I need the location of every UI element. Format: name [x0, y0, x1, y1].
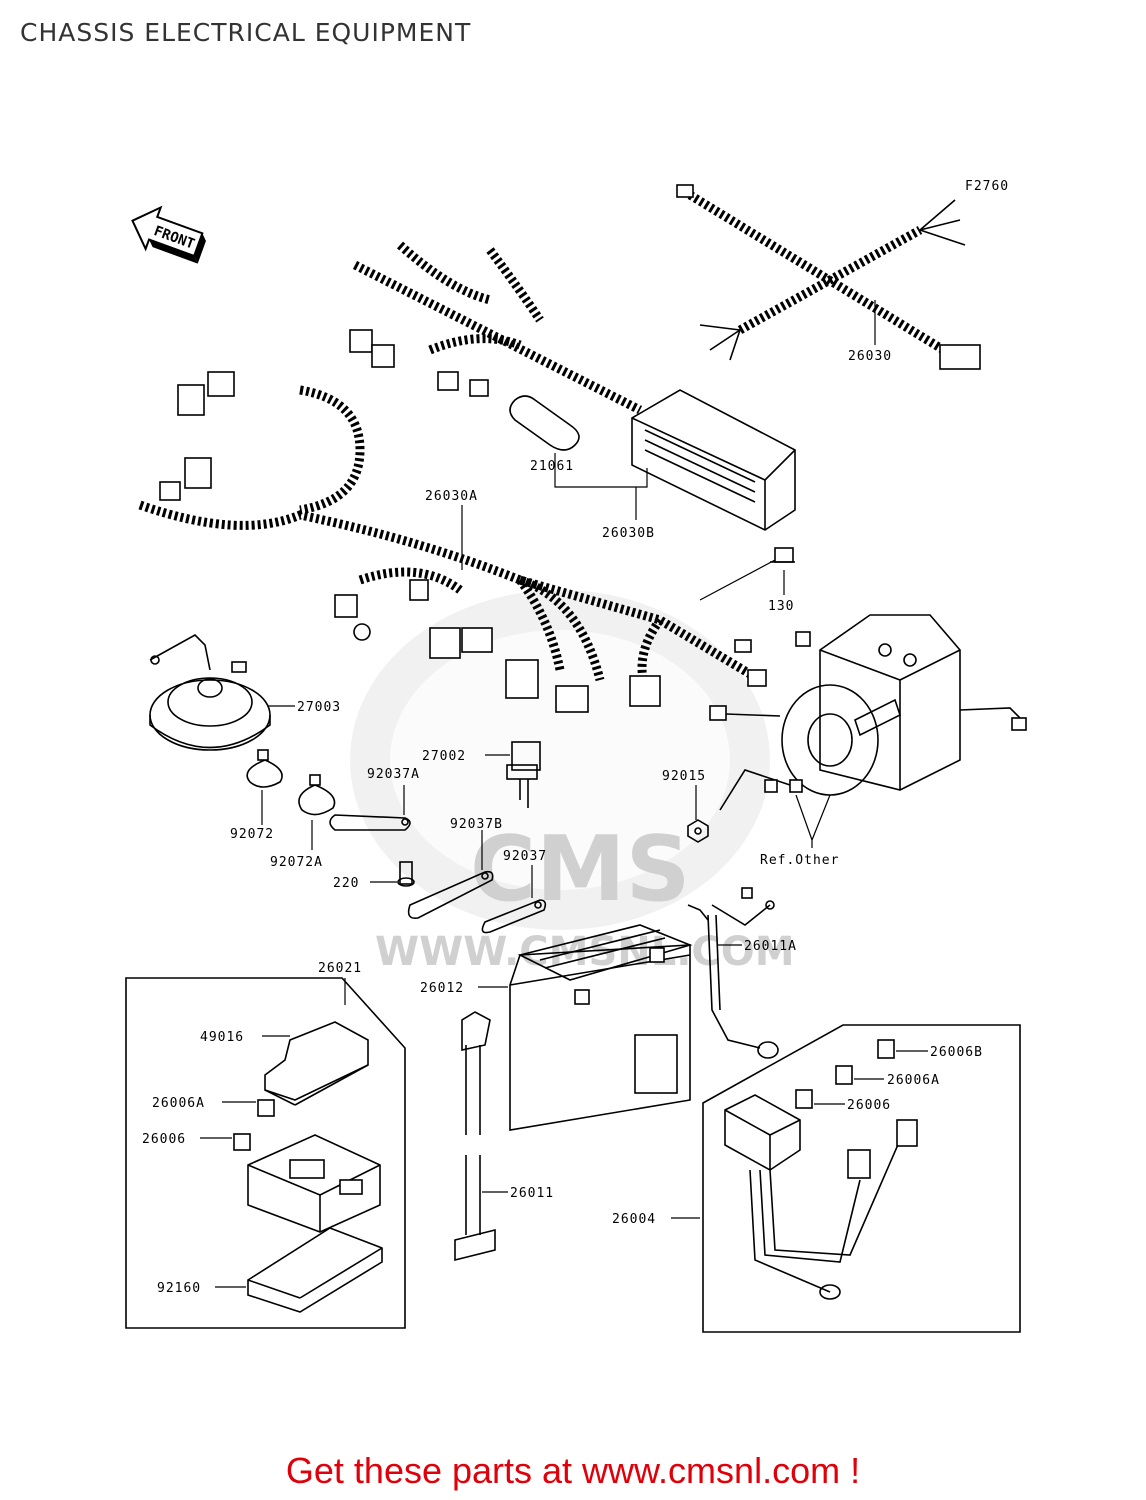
- callout-21061: 21061: [530, 459, 574, 474]
- callout-92072A: 92072A: [270, 855, 323, 870]
- page-title: CHASSIS ELECTRICAL EQUIPMENT: [20, 18, 472, 47]
- fuse-box-frame-26021: [125, 977, 406, 1329]
- callout-26011: 26011: [510, 1186, 554, 1201]
- fuse-box-body: [247, 1134, 381, 1233]
- callout-26006A-right: 26006A: [887, 1073, 940, 1088]
- battery-cable-26011: [454, 1011, 496, 1262]
- figure-code: F2760: [965, 179, 1009, 194]
- callout-26006-right: 26006: [847, 1098, 891, 1113]
- callout-26006A-left: 26006A: [152, 1096, 205, 1111]
- fuse-26006-left: [233, 1133, 251, 1151]
- callout-26030: 26030: [848, 349, 892, 364]
- callout-26011A: 26011A: [744, 939, 797, 954]
- main-harness-26030A: [138, 241, 767, 713]
- clamp-92072: [246, 749, 283, 788]
- front-arrow-icon: FRONT: [131, 205, 206, 264]
- callout-92160: 92160: [157, 1281, 201, 1296]
- strap-92037A: [329, 814, 411, 831]
- relay-27002: [506, 741, 541, 808]
- nut-92015: [687, 819, 709, 843]
- callout-27002: 27002: [422, 749, 466, 764]
- callout-26006B: 26006B: [930, 1045, 983, 1060]
- callout-26006-left: 26006: [142, 1132, 186, 1147]
- strap-92037B: [407, 870, 494, 920]
- junction-box-26030B: [631, 389, 796, 531]
- plug-21061: [509, 395, 580, 451]
- fuse-box-cover-49016: [264, 1021, 369, 1106]
- callout-27003: 27003: [297, 700, 341, 715]
- callout-92072: 92072: [230, 827, 274, 842]
- callout-26030A: 26030A: [425, 489, 478, 504]
- callout-26021: 26021: [318, 961, 362, 976]
- watermark-logo: CMS WWW.CMSNL.COM: [350, 590, 795, 975]
- callout-92015: 92015: [662, 769, 706, 784]
- fuse-26006A-right: [835, 1065, 853, 1085]
- clamp-92072A: [298, 774, 336, 816]
- sub-harness-26030: [676, 184, 981, 370]
- horn-27003: [149, 634, 271, 751]
- fuse-harness-26004: [724, 1094, 918, 1300]
- fuse-26006-right: [795, 1089, 813, 1109]
- callout-26004: 26004: [612, 1212, 656, 1227]
- fuse-box-lid-92160: [247, 1227, 383, 1313]
- watermark-brand: CMS: [470, 817, 690, 922]
- callout-130: 130: [768, 599, 794, 614]
- callout-26030B: 26030B: [602, 526, 655, 541]
- battery-cable-26011A: [687, 887, 779, 1059]
- parts-diagram: CMS WWW.CMSNL.COM F2760 FRONT 26030: [125, 179, 1027, 1333]
- callout-92037: 92037: [503, 849, 547, 864]
- promo-footer-link[interactable]: Get these parts at www.cmsnl.com !: [285, 1450, 861, 1491]
- callout-26012: 26012: [420, 981, 464, 996]
- battery-26012: [509, 924, 693, 1131]
- fuse-26006B: [877, 1039, 895, 1059]
- fuse-harness-frame-26004: [702, 1024, 1021, 1333]
- bolt-220: [397, 861, 415, 887]
- callout-49016: 49016: [200, 1030, 244, 1045]
- callout-92037B: 92037B: [450, 817, 503, 832]
- callout-220: 220: [333, 876, 359, 891]
- bolt-130: [770, 547, 795, 563]
- fuse-26006A-left: [257, 1099, 275, 1117]
- watermark-url: WWW.CMSNL.COM: [375, 929, 795, 975]
- callout-92037A: 92037A: [367, 767, 420, 782]
- strap-92037: [481, 899, 547, 934]
- callout-ref-other: Ref.Other: [760, 853, 839, 868]
